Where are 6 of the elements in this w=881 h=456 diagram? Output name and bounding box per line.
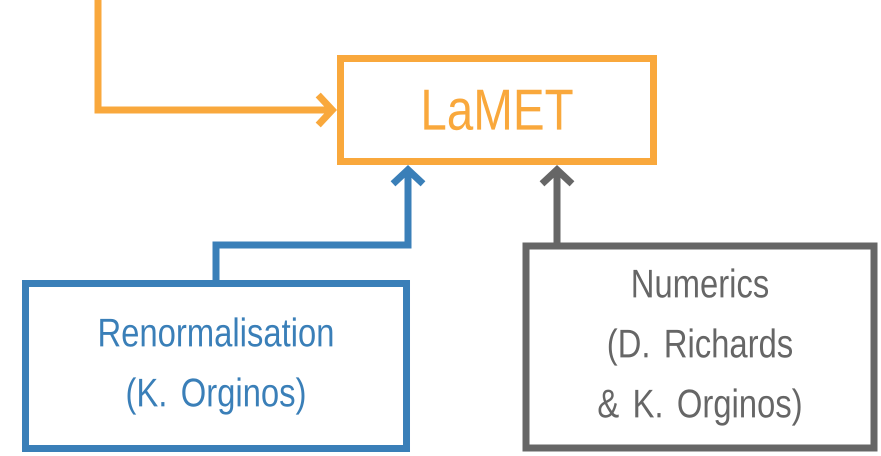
text-box: Numerics (D. Richards & K. Orginos) bbox=[522, 242, 878, 452]
arrow bbox=[94, 0, 337, 128]
arrow bbox=[540, 165, 574, 242]
arrow bbox=[212, 165, 426, 280]
text-box: LaMET bbox=[337, 55, 657, 165]
text-box: Renormalisation (K. Orginos) bbox=[22, 280, 410, 452]
